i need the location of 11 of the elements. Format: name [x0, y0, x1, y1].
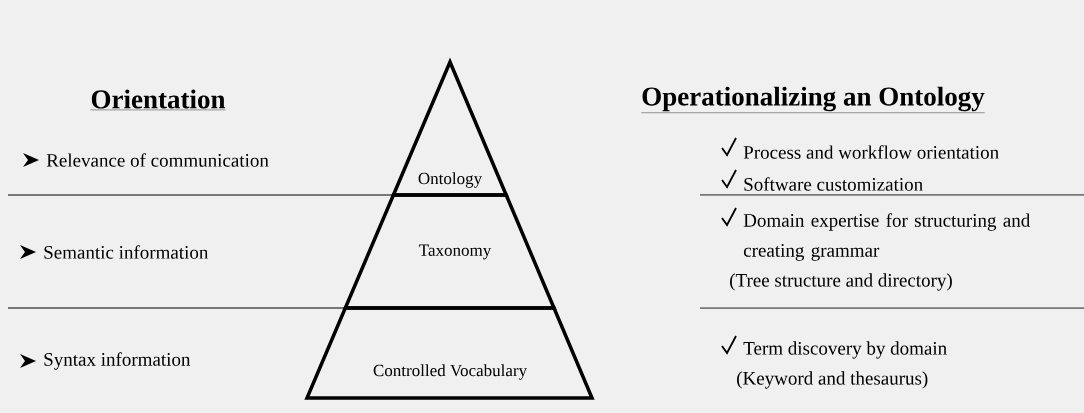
- item-text: Software customization: [744, 177, 923, 191]
- heading: Operationalizing an Ontology: [641, 86, 985, 113]
- item-text: Semantic information: [44, 245, 209, 259]
- item-text: Syntax information: [44, 352, 191, 370]
- item-text: Relevance of communication: [46, 153, 269, 167]
- item-text: (Tree structure and directory): [730, 273, 952, 291]
- item-text: Term discovery by domain: [743, 341, 947, 359]
- item-text: Process and workflow orientation: [743, 145, 999, 159]
- heading: Orientation: [90, 89, 226, 111]
- item-text: (Keyword and thesaurus): [737, 371, 928, 389]
- item-text: Domain expertise for structuring and creating grammar: [743, 213, 1031, 261]
